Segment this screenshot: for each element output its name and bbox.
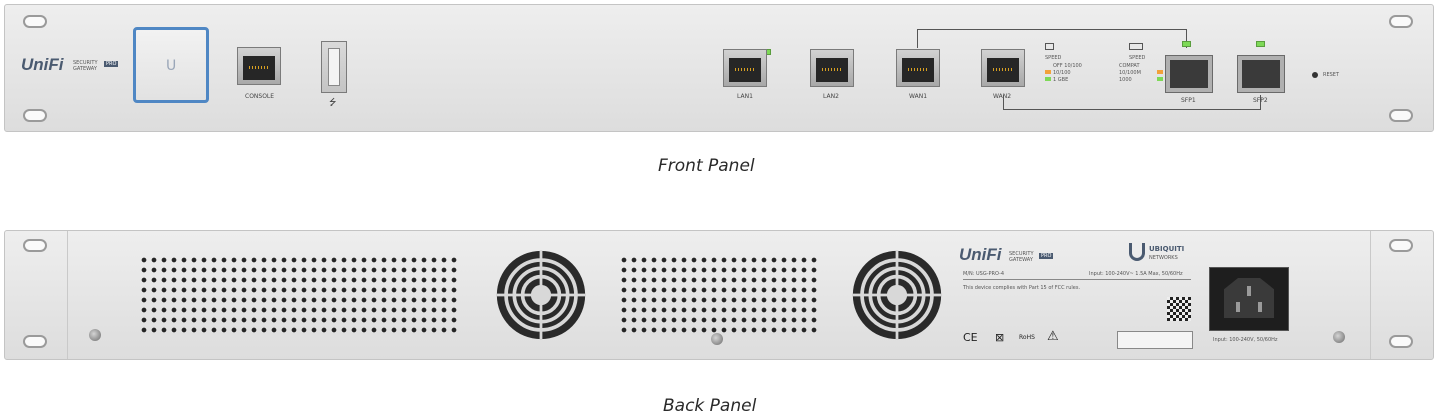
sfp1-port[interactable] bbox=[1165, 55, 1213, 93]
lan2-port[interactable] bbox=[810, 49, 854, 87]
sfp2-port-label: SFP2 bbox=[1253, 97, 1268, 104]
front-panel-caption: Front Panel bbox=[658, 156, 755, 176]
sfp1-port-label: SFP1 bbox=[1181, 97, 1196, 104]
fan-left-icon bbox=[496, 250, 586, 340]
ubiquiti-logo-icon bbox=[1129, 243, 1145, 261]
power-inlet[interactable] bbox=[1209, 267, 1289, 331]
sfp2-port[interactable] bbox=[1237, 55, 1285, 93]
console-port[interactable] bbox=[237, 47, 281, 85]
power-input-label: Input: 100-240V, 50/60Hz bbox=[1213, 337, 1278, 343]
ul-mark-icon: ⚠ bbox=[1047, 329, 1059, 344]
sfp2-led bbox=[1256, 41, 1265, 47]
mounting-hole-bottom-left bbox=[23, 335, 47, 348]
back-panel: UniFi SECURITY GATEWAY PRO UBIQUITI NETW… bbox=[4, 230, 1434, 360]
mounting-hole-bottom-left bbox=[23, 109, 47, 122]
iec-c14-socket-icon bbox=[1224, 278, 1274, 318]
mounting-hole-top-right bbox=[1389, 239, 1413, 252]
vent-grid-center bbox=[619, 255, 819, 337]
qr-code bbox=[1167, 297, 1191, 321]
lan1-port-label: LAN1 bbox=[737, 93, 753, 100]
mounting-hole-top-left bbox=[23, 239, 47, 252]
wan2-port[interactable] bbox=[981, 49, 1025, 87]
screw-right-icon bbox=[1333, 331, 1345, 343]
model-badge-back: PRO bbox=[1039, 253, 1054, 259]
weee-mark-icon: ⊠ bbox=[995, 331, 1005, 344]
model-text: SECURITY GATEWAY bbox=[73, 60, 98, 72]
mounting-hole-bottom-right bbox=[1389, 335, 1413, 348]
sfp1-led bbox=[1182, 41, 1191, 47]
label-divider bbox=[963, 279, 1191, 280]
ubiquiti-u-icon: U bbox=[166, 58, 177, 74]
front-panel: UniFi SECURITY GATEWAY PRO U CONSOLE ⭍ L… bbox=[4, 4, 1434, 132]
wan2-sfp-bracket bbox=[1003, 95, 1261, 110]
screw-center-icon bbox=[711, 333, 723, 345]
brand-name: UBIQUITI bbox=[1149, 245, 1185, 253]
usb-symbol-icon: ⭍ bbox=[329, 98, 337, 108]
wan2-port-label: WAN2 bbox=[993, 93, 1012, 100]
usb-port[interactable] bbox=[321, 41, 347, 93]
screw-left-icon bbox=[89, 329, 101, 341]
speed-legend-2: SPEED COMPAT 10/100M 1000 bbox=[1119, 43, 1165, 91]
speed-legend-1: SPEED OFF 10/100 10/100 1 GBE bbox=[1045, 43, 1091, 91]
wan1-port-label: WAN1 bbox=[909, 93, 928, 100]
lan1-port[interactable] bbox=[723, 49, 767, 87]
reset-button[interactable] bbox=[1312, 72, 1318, 78]
console-port-label: CONSOLE bbox=[245, 93, 275, 100]
reset-label: RESET bbox=[1323, 72, 1340, 78]
vent-grid-left bbox=[139, 255, 459, 337]
wan1-sfp1-bracket bbox=[917, 29, 1187, 48]
input-rating: Input: 100-240V~ 1.5A Max, 50/60Hz bbox=[1089, 271, 1183, 277]
model-text-back: SECURITY GATEWAY bbox=[1009, 251, 1034, 263]
lan2-port-label: LAN2 bbox=[823, 93, 839, 100]
mounting-hole-bottom-right bbox=[1389, 109, 1413, 122]
right-mount-ear bbox=[1370, 231, 1433, 359]
fan-right-icon bbox=[852, 250, 942, 340]
wan1-port[interactable] bbox=[896, 49, 940, 87]
brand-sub: NETWORKS bbox=[1149, 255, 1178, 261]
mounting-hole-top-left bbox=[23, 15, 47, 28]
serial-label-box bbox=[1117, 331, 1193, 349]
unifi-logo: UniFi bbox=[21, 55, 64, 74]
mounting-hole-top-right bbox=[1389, 15, 1413, 28]
rohs-mark: RoHS bbox=[1019, 334, 1035, 341]
ce-mark: CE bbox=[963, 331, 978, 344]
unifi-logo-back: UniFi bbox=[959, 245, 1002, 264]
model-code: M/N: USG-PRO-4 bbox=[963, 271, 1005, 277]
back-panel-caption: Back Panel bbox=[663, 396, 757, 416]
model-badge: PRO bbox=[104, 61, 119, 67]
status-led-button[interactable]: U bbox=[133, 27, 209, 103]
left-mount-ear bbox=[5, 231, 68, 359]
fcc-note: This device complies with Part 15 of FCC… bbox=[963, 285, 1081, 291]
